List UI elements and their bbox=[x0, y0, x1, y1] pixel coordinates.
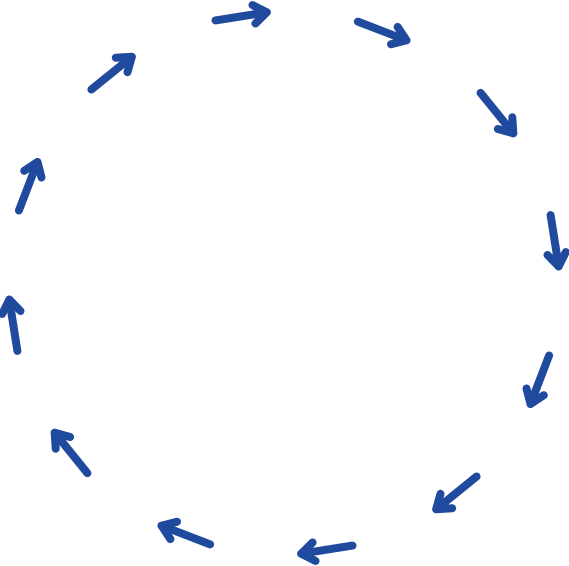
arrow-icon bbox=[87, 52, 136, 94]
arrow-shaft bbox=[157, 521, 215, 549]
arrow-shaft bbox=[297, 541, 357, 558]
arrow-icon bbox=[476, 88, 518, 138]
arrow-head bbox=[0, 295, 25, 318]
arrow-icon bbox=[157, 517, 215, 549]
arrow-shaft bbox=[476, 88, 518, 138]
arrow-icon bbox=[297, 538, 357, 565]
arrow-shaft bbox=[87, 52, 136, 94]
arrow-head bbox=[248, 1, 271, 28]
arrow-head bbox=[493, 113, 518, 138]
arrow-icon bbox=[0, 295, 25, 355]
arrow-shaft bbox=[353, 17, 411, 45]
arrow-shaft bbox=[526, 351, 554, 408]
arrow-head bbox=[522, 384, 548, 408]
arrow-head bbox=[20, 158, 46, 182]
arrow-shaft bbox=[14, 158, 42, 215]
arrow-head bbox=[157, 517, 181, 544]
arrow-shaft bbox=[50, 428, 92, 478]
arrow-shaft bbox=[546, 211, 563, 271]
arrow-head bbox=[111, 52, 136, 77]
arrow-icon bbox=[522, 351, 554, 408]
arrow-icon bbox=[543, 211, 569, 271]
arrow-icon bbox=[353, 17, 411, 49]
arrow-shaft bbox=[432, 472, 481, 514]
arrow-head bbox=[543, 248, 569, 271]
arrow-icon bbox=[432, 472, 481, 514]
arrow-head bbox=[50, 428, 75, 453]
arrow-head bbox=[387, 22, 411, 49]
arrow-shaft bbox=[211, 8, 271, 25]
arrow-icon bbox=[50, 428, 92, 478]
arrow-icon bbox=[211, 1, 271, 28]
arrow-shaft bbox=[5, 295, 22, 355]
arrow-head bbox=[432, 489, 457, 514]
arrow-icon bbox=[14, 158, 46, 215]
arrow-head bbox=[297, 538, 320, 565]
